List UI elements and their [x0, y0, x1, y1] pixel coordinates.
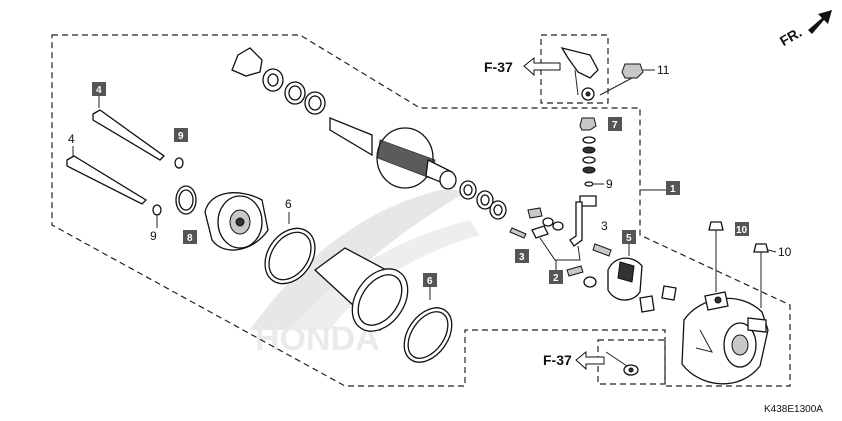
- assembly-label-1: 1: [640, 181, 680, 195]
- armature: [329, 117, 457, 190]
- svg-text:10: 10: [736, 225, 748, 236]
- svg-text:8: 8: [187, 233, 193, 244]
- fr-arrow-icon: [808, 10, 832, 34]
- label-3: 3: [601, 219, 608, 233]
- washers-mid: [459, 180, 507, 220]
- terminal-stack: 7 9: [579, 117, 622, 207]
- ref-f37-top-text: F-37: [484, 59, 513, 75]
- svg-text:7: 7: [612, 120, 618, 131]
- brush-holder: 5: [607, 230, 677, 313]
- ref-f37-top: F-37: [484, 56, 561, 77]
- svg-text:2: 2: [553, 273, 559, 284]
- o-ring-6-lower: 6: [403, 273, 453, 363]
- label-6: 6: [285, 197, 292, 211]
- boxed-label-3: [515, 249, 529, 263]
- fr-label: FR.: [777, 24, 805, 49]
- svg-text:9: 9: [178, 131, 184, 142]
- svg-text:3: 3: [519, 252, 525, 263]
- motor-case: [313, 247, 409, 332]
- cable-bottom-box: [597, 339, 666, 385]
- o-ring-6-upper: 6: [264, 197, 316, 285]
- snap-ring-washers-top: [231, 47, 326, 115]
- label-9-right: 9: [606, 177, 613, 191]
- boxed-label-4: [92, 82, 106, 96]
- label-10: 10: [778, 245, 792, 259]
- boxed-label-8: [183, 230, 197, 244]
- nut-11: 11: [599, 63, 670, 96]
- washers-9: 9 9: [150, 128, 188, 243]
- through-bolts: 4 4: [66, 82, 166, 205]
- label-9-left: 9: [150, 229, 157, 243]
- svg-text:5: 5: [626, 233, 632, 244]
- svg-text:1: 1: [670, 184, 676, 195]
- front-cover: 8: [175, 185, 269, 251]
- rear-cover: 10 10: [681, 221, 792, 385]
- boxed-label-10: [735, 222, 749, 236]
- boxed-label-6: [423, 273, 437, 287]
- label-11: 11: [657, 63, 670, 77]
- front-direction-indicator: FR.: [777, 10, 832, 49]
- assembly-outline: [51, 34, 791, 387]
- boxed-label-9: [174, 128, 188, 142]
- svg-text:4: 4: [96, 85, 102, 96]
- ref-f37-bottom: F-37: [543, 350, 605, 371]
- boxed-label-7: [608, 117, 622, 131]
- brush-holder-parts: 3 2 3: [509, 201, 612, 288]
- arrow-left-icon: [575, 350, 605, 371]
- ref-f37-bottom-text: F-37: [543, 352, 572, 368]
- diagram-code: K438E1300A: [764, 404, 823, 415]
- arrow-left-icon: [523, 56, 561, 77]
- starter-cable-top: [560, 46, 599, 101]
- label-4: 4: [68, 132, 75, 146]
- svg-text:6: 6: [427, 276, 433, 287]
- boxed-label-1: [666, 181, 680, 195]
- boxed-label-2: [549, 270, 563, 284]
- starter-cable-bottom: [605, 351, 639, 376]
- boxed-label-5: [622, 230, 636, 244]
